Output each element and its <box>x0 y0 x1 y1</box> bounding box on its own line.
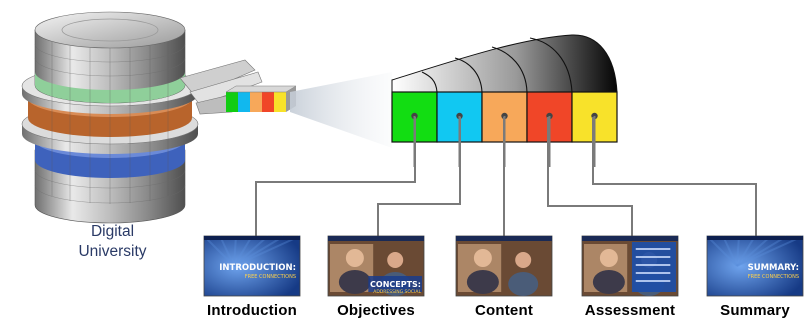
connector-assessment <box>547 117 633 236</box>
connector-lines <box>255 117 757 236</box>
thumb-subtitle: ADDRESSING SOCIAL <box>373 289 421 295</box>
database-label-line2: University <box>78 243 147 260</box>
thumbnail-cards: INTRODUCTION:FREE CONNECTIONSCONCEPTS:AD… <box>203 235 804 297</box>
database-label: Digital University <box>55 222 170 262</box>
label-summary: Summary <box>720 302 790 319</box>
thumb-title: SUMMARY: <box>748 263 799 273</box>
extracted-wedge <box>179 59 297 115</box>
module-block-5 <box>571 91 618 167</box>
thumb-subtitle: FREE CONNECTIONS <box>245 274 296 280</box>
thumbnail-assessment <box>581 235 679 297</box>
thumbnail-objectives: CONCEPTS:ADDRESSING SOCIAL <box>327 235 425 297</box>
thumb-title: CONCEPTS: <box>370 280 421 289</box>
connector-summary <box>592 117 757 236</box>
database-label-line1: Digital <box>90 223 135 240</box>
module-block-4 <box>526 91 573 167</box>
thumbnail-content <box>455 235 553 297</box>
database-cylinder <box>21 11 199 224</box>
module-fan-header <box>391 34 618 93</box>
connector-introduction <box>255 117 416 236</box>
thumbnail-introduction: INTRODUCTION:FREE CONNECTIONS <box>203 235 301 297</box>
light-beam <box>290 72 392 148</box>
label-introduction: Introduction <box>207 302 297 319</box>
label-content: Content <box>474 302 534 319</box>
label-assessment: Assessment <box>584 302 676 319</box>
thumbnail-summary: SUMMARY:FREE CONNECTIONS <box>706 235 804 297</box>
thumb-subtitle: FREE CONNECTIONS <box>748 274 799 280</box>
thumb-title: INTRODUCTION: <box>219 263 296 273</box>
connector-objectives <box>377 117 461 236</box>
label-objectives: Objectives <box>337 302 415 319</box>
